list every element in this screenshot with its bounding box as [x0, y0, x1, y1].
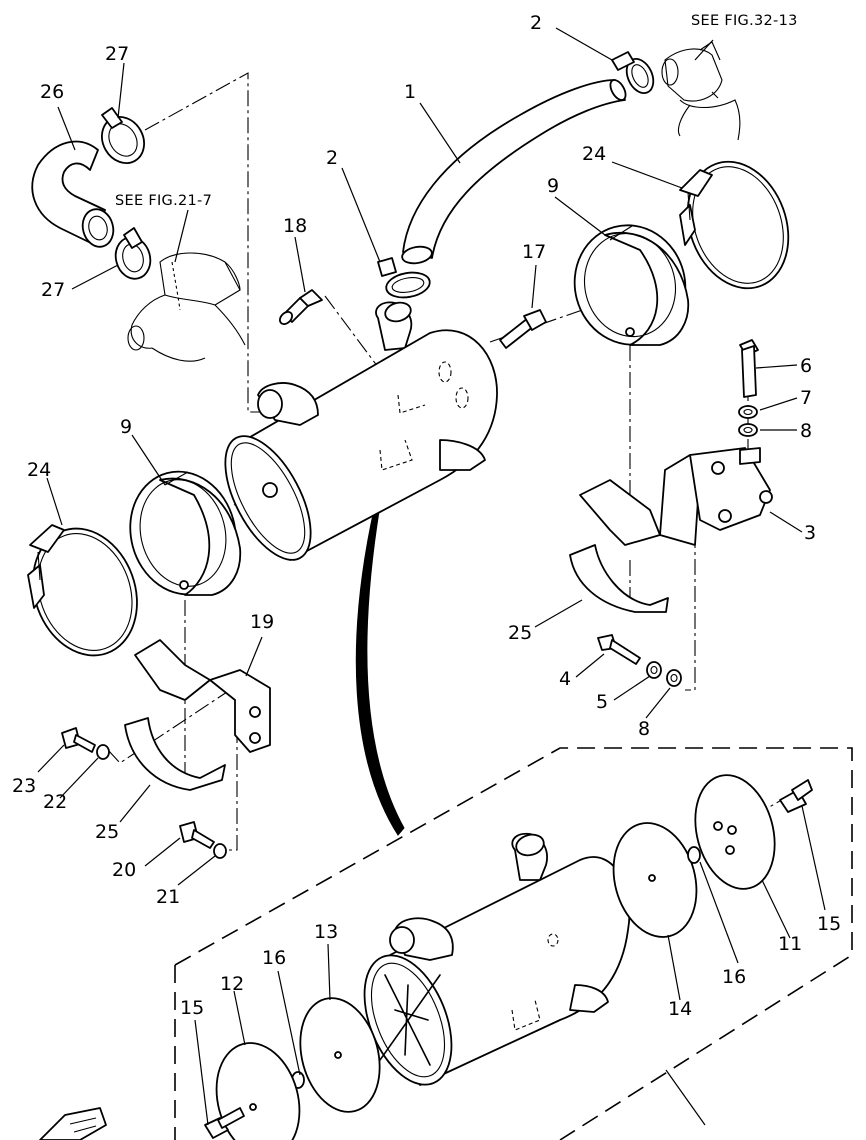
half-shell-25-left: [124, 717, 226, 791]
callout-5: 5: [596, 691, 608, 713]
reference-fitting-top: [661, 41, 741, 141]
air-cleaner-cross-section: [363, 832, 631, 1086]
callout-17: 17: [522, 241, 546, 263]
callout-16-left: 16: [262, 947, 286, 969]
reference-fitting-left: [127, 252, 246, 362]
gasket-14: [612, 822, 698, 938]
callout-labels: SEE FIG.32-13 SEE FIG.21-7 2 1 2 24 9 27…: [12, 12, 841, 1020]
callout-27-top: 27: [105, 43, 129, 65]
cover-plate-12: [215, 1042, 301, 1140]
bolt-23: [61, 727, 96, 753]
callout-21: 21: [156, 886, 180, 908]
callout-8-top: 8: [800, 420, 812, 442]
partial-fragment-corner: [39, 1107, 107, 1140]
washer-22: [96, 744, 110, 760]
callout-9-left: 9: [120, 416, 132, 438]
callout-15-right: 15: [817, 913, 841, 935]
ref-see-fig-32-13: SEE FIG.32-13: [691, 13, 798, 29]
band-strap-24-right: [679, 160, 790, 290]
hose-elbow-26: [31, 140, 115, 248]
callout-13: 13: [314, 921, 338, 943]
hose-clamp-2-middle: [377, 257, 431, 299]
bolt-17: [499, 309, 547, 349]
callout-12: 12: [220, 973, 244, 995]
callout-3: 3: [804, 522, 816, 544]
bracket-19: [134, 639, 271, 753]
callout-25-right: 25: [508, 622, 532, 644]
callout-27-bottom: 27: [41, 279, 65, 301]
hose-1: [401, 79, 627, 265]
callout-23: 23: [12, 775, 36, 797]
cover-plate-11: [694, 774, 776, 890]
bolt-6: [739, 339, 759, 398]
callout-15-left: 15: [180, 997, 204, 1019]
callout-19: 19: [250, 611, 274, 633]
callout-8-bottom: 8: [638, 718, 650, 740]
leader-lines: [37, 27, 826, 1126]
callout-20: 20: [112, 859, 136, 881]
hose-clamp-27-top: [101, 107, 145, 164]
bolt-15-left: [204, 1107, 245, 1139]
callout-7: 7: [800, 387, 812, 409]
sensor-18: [279, 289, 323, 325]
band-strap-24-left: [27, 524, 138, 657]
callout-2-top: 2: [530, 12, 542, 34]
callout-16-right: 16: [722, 966, 746, 988]
washer-5: [646, 661, 662, 679]
air-cleaner-body: [224, 301, 498, 561]
washer-8-top: [738, 423, 758, 437]
callout-9-right: 9: [547, 175, 559, 197]
washer-8-bottom: [666, 669, 682, 687]
mounting-band-9-right: [573, 224, 690, 346]
bracket-3: [579, 447, 773, 546]
washer-7: [738, 405, 758, 419]
half-shell-25-right: [569, 544, 669, 613]
callout-2-middle: 2: [326, 147, 338, 169]
callout-24-right: 24: [582, 143, 606, 165]
callout-1: 1: [404, 81, 416, 103]
gasket-13: [299, 997, 381, 1113]
callout-14: 14: [668, 998, 692, 1020]
callout-22: 22: [43, 791, 67, 813]
callout-26: 26: [40, 81, 64, 103]
callout-18: 18: [283, 215, 307, 237]
callout-11: 11: [778, 933, 802, 955]
o-ring-16-right: [687, 846, 701, 864]
detail-transition-arc: [355, 504, 405, 836]
callout-25-left: 25: [95, 821, 119, 843]
bolt-15-right: [779, 779, 813, 813]
callout-24-left: 24: [27, 459, 51, 481]
hose-clamp-27-bottom: [114, 227, 152, 280]
bolt-4: [597, 634, 641, 665]
hose-clamp-2-top: [611, 51, 655, 94]
detail-box-outline: [174, 747, 853, 1140]
callout-6: 6: [800, 355, 812, 377]
ref-see-fig-21-7: SEE FIG.21-7: [115, 193, 212, 209]
bolt-20: [179, 821, 215, 849]
mounting-band-9-left: [129, 470, 242, 596]
callout-4: 4: [559, 668, 571, 690]
washer-21: [213, 843, 227, 859]
